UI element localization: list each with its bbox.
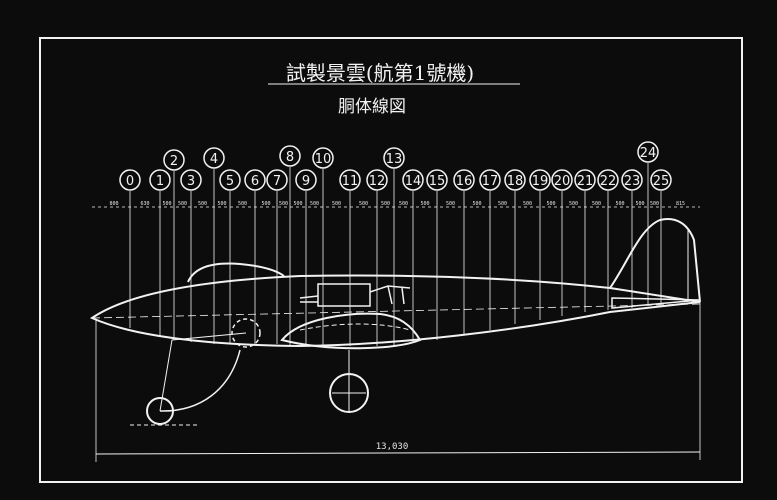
station-dimension-label: 500 bbox=[238, 201, 247, 207]
station-circle-1 bbox=[149, 169, 171, 191]
station-circle-23 bbox=[621, 169, 643, 191]
station-dimension-label: 500 bbox=[198, 201, 207, 207]
station-dimension-label: 500 bbox=[162, 201, 171, 207]
station-circle-13 bbox=[383, 147, 405, 169]
station-circle-4 bbox=[203, 147, 225, 169]
station-dimension-label: 500 bbox=[381, 201, 390, 207]
station-circle-17 bbox=[479, 169, 501, 191]
station-number: 17 bbox=[482, 174, 499, 189]
station-number: 25 bbox=[653, 174, 670, 189]
engine-block bbox=[317, 283, 371, 307]
vertical-tail bbox=[609, 218, 701, 303]
station-number: 4 bbox=[210, 152, 218, 167]
station-circle-0 bbox=[119, 169, 141, 191]
station-dimension-label: 500 bbox=[293, 201, 302, 207]
wing-root-fairing bbox=[280, 312, 422, 350]
drawing-border bbox=[39, 37, 743, 483]
station-circle-22 bbox=[597, 169, 619, 191]
station-dimension-label: 630 bbox=[140, 201, 149, 207]
station-circle-2 bbox=[163, 149, 185, 171]
station-dimension-label: 500 bbox=[217, 201, 226, 207]
station-number: 15 bbox=[429, 174, 446, 189]
station-circle-9 bbox=[295, 169, 317, 191]
station-number: 5 bbox=[226, 174, 234, 189]
station-number: 7 bbox=[273, 174, 281, 189]
station-number: 23 bbox=[624, 174, 641, 189]
station-circle-5 bbox=[219, 169, 241, 191]
station-circle-14 bbox=[402, 169, 424, 191]
station-circle-19 bbox=[529, 169, 551, 191]
station-number: 12 bbox=[369, 174, 386, 189]
station-dimension-label: 500 bbox=[635, 201, 644, 207]
nose-gear-retraction-arc bbox=[159, 349, 241, 412]
engine-mount bbox=[299, 285, 411, 305]
station-circle-16 bbox=[453, 169, 475, 191]
station-number: 8 bbox=[286, 150, 294, 165]
station-circle-11 bbox=[339, 169, 361, 191]
station-number: 2 bbox=[170, 154, 178, 169]
overall-length-label: 13,030 bbox=[376, 442, 409, 452]
station-dimension-label: 500 bbox=[420, 201, 429, 207]
station-number: 13 bbox=[386, 152, 403, 167]
station-circle-12 bbox=[366, 169, 388, 191]
drawing-title: 試製景雲(航第1號機) bbox=[286, 61, 474, 85]
station-dimension-label: 500 bbox=[399, 201, 408, 207]
station-number: 3 bbox=[187, 174, 195, 189]
station-circle-21 bbox=[574, 169, 596, 191]
station-circle-20 bbox=[551, 169, 573, 191]
station-dimension-labels: 800 630 500 500 500 500 500 500 500 500 500 500 500 5… bbox=[109, 201, 685, 207]
station-dimension-label: 500 bbox=[523, 201, 532, 207]
station-dimension-label: 500 bbox=[310, 201, 319, 207]
station-number: 21 bbox=[577, 174, 594, 189]
station-circle-8 bbox=[279, 145, 301, 167]
station-number: 18 bbox=[507, 174, 524, 189]
overall-length-dimension-line bbox=[95, 451, 701, 455]
station-circle-3 bbox=[180, 169, 202, 191]
station-dimension-label: 500 bbox=[279, 201, 288, 207]
wing-root-inner-line bbox=[299, 323, 411, 331]
station-number: 1 bbox=[156, 174, 164, 189]
station-number: 10 bbox=[315, 152, 332, 167]
station-number: 24 bbox=[640, 146, 657, 161]
nose-wheel-retracted bbox=[231, 318, 261, 348]
station-circle-15 bbox=[426, 169, 448, 191]
station-circle-7 bbox=[266, 169, 288, 191]
station-number: 14 bbox=[405, 174, 422, 189]
station-number: 9 bbox=[302, 174, 310, 189]
station-dimension-label: 500 bbox=[615, 201, 624, 207]
station-number: 20 bbox=[554, 174, 571, 189]
station-number: 0 bbox=[126, 174, 134, 189]
horizontal-tail bbox=[611, 297, 701, 309]
station-dimension-label: 500 bbox=[178, 201, 187, 207]
station-number: 6 bbox=[251, 174, 259, 189]
station-dimension-label: 500 bbox=[546, 201, 555, 207]
station-number: 19 bbox=[532, 174, 549, 189]
station-dimension-label: 500 bbox=[650, 201, 659, 207]
station-dimension-label: 500 bbox=[446, 201, 455, 207]
station-dimension-label: 500 bbox=[592, 201, 601, 207]
station-circle-6 bbox=[244, 169, 266, 191]
fuselage-centerline bbox=[91, 303, 701, 319]
station-circle-10 bbox=[312, 147, 334, 169]
station-number: 11 bbox=[342, 174, 359, 189]
station-circle-25 bbox=[650, 169, 672, 191]
station-dimension-label: 500 bbox=[569, 201, 578, 207]
station-dimension-label: 500 bbox=[472, 201, 481, 207]
station-dimension-label: 500 bbox=[261, 201, 270, 207]
station-circle-24 bbox=[637, 141, 659, 163]
station-number: 16 bbox=[456, 174, 473, 189]
station-dimension-label: 500 bbox=[332, 201, 341, 207]
station-circle-18 bbox=[504, 169, 526, 191]
station-dimension-label: 500 bbox=[498, 201, 507, 207]
drawing-subtitle: 胴体線図 bbox=[338, 97, 406, 117]
cockpit-canopy bbox=[187, 262, 285, 283]
station-dimension-label: 800 bbox=[109, 201, 118, 207]
station-dimension-label: 500 bbox=[359, 201, 368, 207]
station-dimension-label: 815 bbox=[676, 201, 685, 207]
nose-gear-linkage bbox=[159, 332, 247, 412]
station-number: 22 bbox=[600, 174, 617, 189]
